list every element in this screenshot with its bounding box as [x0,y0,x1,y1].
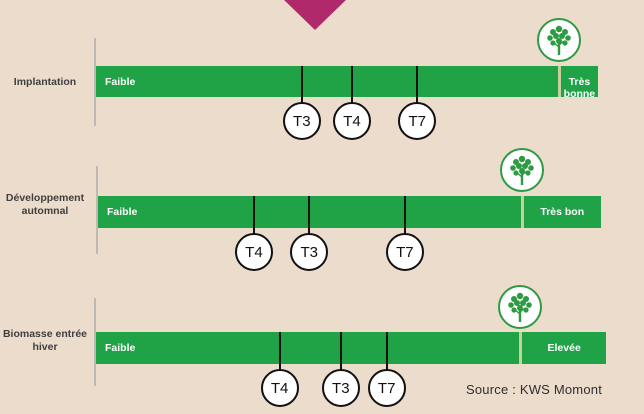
scale-bar [98,196,601,228]
source-caption: Source : KWS Momont [466,382,603,397]
reference-separator [520,196,524,228]
pointer-arrow [282,0,348,30]
reference-separator [519,332,523,364]
scale-low-label: Faible [105,75,136,88]
treatment-marker: T4 [234,233,273,271]
treatment-marker: T7 [398,102,437,140]
marker-line [339,332,342,372]
treatment-marker: T7 [367,369,406,407]
marker-line [385,332,388,372]
row-divider [94,38,96,126]
tree-icon [499,148,544,192]
scale-high-label: Très bonne [563,75,596,100]
treatment-marker: T7 [385,233,424,271]
row-label: Implantation [13,76,77,88]
marker-line [308,196,311,236]
marker-line [403,196,406,236]
treatment-marker: T3 [290,233,329,271]
scale-high-label: Elevée [547,342,581,354]
tree-icon [536,18,581,62]
marker-line [416,66,419,105]
marker-line [252,196,255,236]
treatment-marker: T4 [260,369,299,407]
treatment-marker: T4 [333,102,372,140]
marker-line [278,332,281,372]
treatment-marker: T3 [282,102,321,140]
scale-bar [96,66,598,97]
scale-high-label: Très bon [540,206,585,218]
marker-line [300,66,303,105]
treatment-marker: T3 [321,369,360,407]
marker-line [351,66,354,105]
row-divider [94,298,96,386]
row-label: Développement automnal [5,192,85,217]
reference-separator [557,66,561,97]
row-divider [96,166,98,254]
row-label: Biomasse entrée hiver [2,328,88,353]
scale-low-label: Faible [105,342,136,354]
scale-low-label: Faible [107,206,138,218]
tree-icon [498,285,543,329]
